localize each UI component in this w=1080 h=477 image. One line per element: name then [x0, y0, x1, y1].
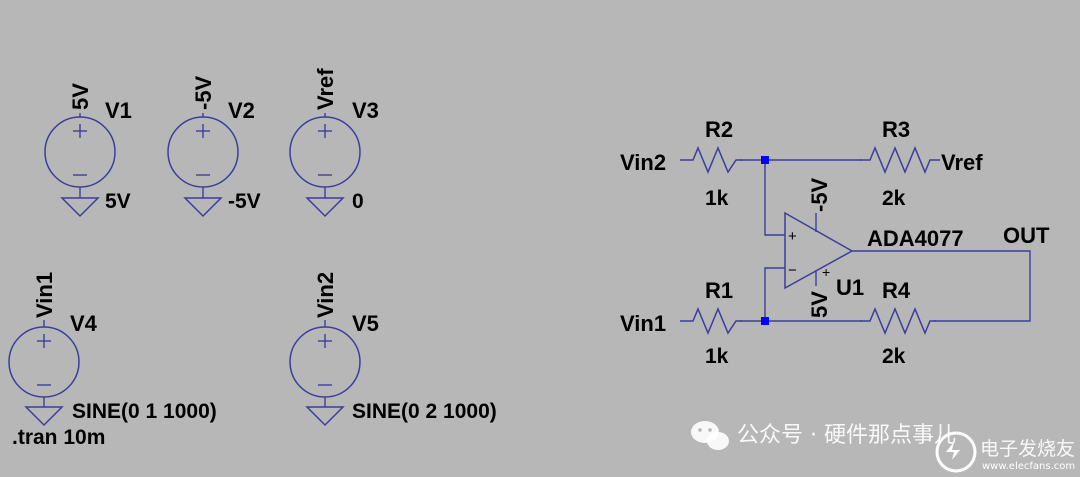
resistor-value-r2: 1k: [705, 187, 729, 210]
elecfans-logo-text: 电子发烧友: [980, 438, 1075, 460]
source-value-v1: 5V: [105, 190, 131, 213]
ground-symbol: [60, 197, 100, 218]
watermark: 公众号 · 硬件那点事儿 电子发烧友 www.elecfans.com: [691, 421, 1075, 473]
net-label-out: OUT: [1003, 223, 1050, 248]
net-label-5v: 5V: [68, 83, 93, 110]
net-label-neg5v: -5V: [191, 75, 216, 110]
source-value-v3: 0: [352, 190, 364, 213]
wechat-icon: [691, 421, 729, 450]
watermark-text: 公众号 · 硬件那点事儿: [737, 423, 956, 448]
resistor-r1[interactable]: R1 1k Vin1: [620, 278, 742, 368]
resistor-value-r4: 2k: [882, 345, 906, 368]
resistor-name-r4: R4: [882, 278, 911, 303]
resistor-name-r3: R3: [882, 117, 910, 142]
net-label-vin1-input: Vin1: [620, 311, 666, 336]
spice-directive[interactable]: .tran 10m: [12, 426, 105, 449]
ground-symbol: [305, 406, 345, 427]
resistor-name-r2: R2: [705, 117, 733, 142]
opamp-supply-neg-label: -5V: [807, 177, 832, 212]
elecfans-logo-url: www.elecfans.com: [982, 461, 1075, 472]
source-name-v2: V2: [228, 98, 255, 123]
source-v1[interactable]: 5V V1 5V: [44, 83, 132, 218]
ground-symbol: [305, 197, 345, 218]
junction-dot: [761, 156, 769, 164]
source-v4[interactable]: Vin1 V4 SINE(0 1 1000): [8, 272, 217, 427]
net-label-vin2-input: Vin2: [620, 150, 666, 175]
net-label-vref: Vref: [313, 68, 338, 110]
source-name-v1: V1: [105, 98, 132, 123]
source-value-v5: SINE(0 2 1000): [352, 400, 497, 423]
opamp-name: U1: [836, 275, 864, 300]
resistor-name-r1: R1: [705, 278, 733, 303]
ground-symbol: [24, 406, 64, 427]
resistor-value-r3: 2k: [882, 187, 906, 210]
source-v2[interactable]: -5V V2 -5V: [167, 75, 261, 218]
source-value-v2: -5V: [228, 190, 261, 213]
source-name-v3: V3: [352, 98, 379, 123]
circuit-wires: [740, 159, 1031, 322]
resistor-r2[interactable]: R2 1k Vin2: [620, 117, 742, 210]
source-name-v4: V4: [70, 311, 98, 336]
ground-symbol: [183, 197, 223, 218]
net-label-vin1: Vin1: [32, 272, 57, 318]
opamp-supply-plus-sign: +: [822, 264, 830, 280]
opamp-u1[interactable]: + − + -5V 5V U1 ADA4077: [784, 177, 964, 318]
net-label-vin2: Vin2: [313, 272, 338, 318]
resistor-value-r1: 1k: [705, 345, 729, 368]
resistor-r4[interactable]: R4 2k: [860, 278, 936, 368]
source-v3[interactable]: Vref V3 0: [289, 68, 379, 218]
resistor-r3[interactable]: R3 2k Vref: [860, 117, 983, 210]
net-label-vref-output: Vref: [941, 150, 983, 175]
opamp-supply-pos-label: 5V: [807, 291, 832, 318]
junction-dot: [761, 317, 769, 325]
elecfans-logo: 电子发烧友 www.elecfans.com: [935, 431, 1075, 473]
source-value-v4: SINE(0 1 1000): [72, 400, 217, 423]
source-name-v5: V5: [352, 311, 379, 336]
opamp-model: ADA4077: [867, 226, 964, 251]
opamp-plus-sign: +: [788, 228, 797, 245]
opamp-minus-sign: −: [788, 262, 797, 279]
source-v5[interactable]: Vin2 V5 SINE(0 2 1000): [289, 272, 497, 427]
